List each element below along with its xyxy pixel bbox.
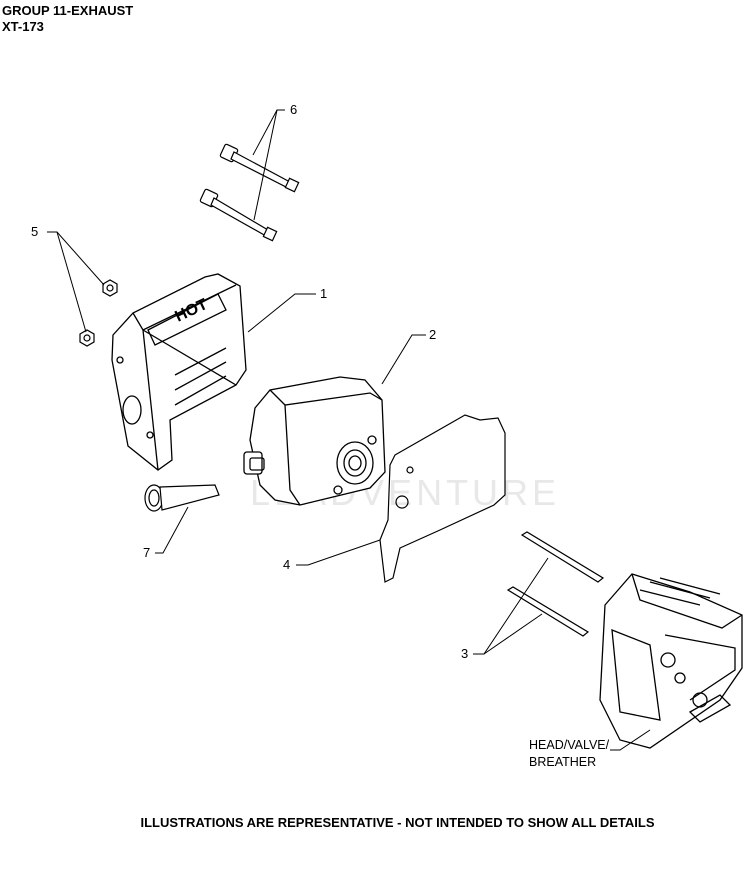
callout-2[interactable]: 2 xyxy=(429,327,436,342)
model-number: XT-173 xyxy=(2,19,44,34)
callout-3[interactable]: 3 xyxy=(461,646,468,661)
nut-upper xyxy=(102,279,118,297)
part-3-studs[interactable] xyxy=(506,531,605,637)
callout-1[interactable]: 1 xyxy=(320,286,327,301)
part-2-muffler[interactable] xyxy=(243,376,386,506)
callout-6[interactable]: 6 xyxy=(290,102,297,117)
callout-4[interactable]: 4 xyxy=(283,557,290,572)
part-1-heat-shield[interactable]: HOT xyxy=(111,273,247,471)
callout-7[interactable]: 7 xyxy=(143,545,150,560)
part-5-nuts[interactable] xyxy=(79,279,118,347)
bolt-upper xyxy=(219,143,300,193)
nut-lower xyxy=(79,329,95,347)
reference-label-line2: BREATHER xyxy=(529,755,596,769)
reference-label-line1: HEAD/VALVE/ xyxy=(529,738,610,752)
callout-5[interactable]: 5 xyxy=(31,224,38,239)
page-header: GROUP 11-EXHAUST XT-173 xyxy=(2,3,133,35)
bolt-lower xyxy=(199,188,278,242)
reference-cylinder-head xyxy=(599,573,743,749)
part-4-gasket[interactable] xyxy=(379,414,506,583)
group-title: GROUP 11-EXHAUST xyxy=(2,3,134,18)
part-7-spark-arrestor-tube[interactable] xyxy=(144,484,220,512)
leader-lines xyxy=(47,109,651,751)
part-6-bolts[interactable] xyxy=(199,143,300,242)
footer-disclaimer: ILLUSTRATIONS ARE REPRESENTATIVE - NOT I… xyxy=(140,815,655,830)
